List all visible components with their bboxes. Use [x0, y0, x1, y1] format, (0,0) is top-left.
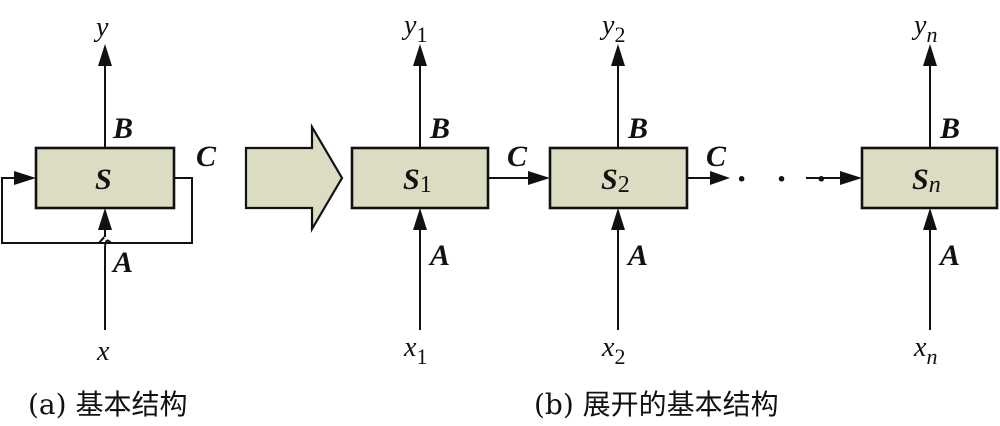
a-feedback-arrowhead [14, 171, 36, 185]
b-block-1: y1 B S1 A x1 [350, 10, 490, 369]
a-output-label: y [93, 12, 109, 43]
panel-a: y B S C A x (a) 基本结构 [1, 12, 217, 421]
b2-port-a: A [626, 239, 648, 272]
a-output-arrowhead [98, 44, 112, 66]
bn-box [860, 146, 999, 210]
b1-input-label: x1 [403, 332, 427, 369]
a-block-label: S [95, 163, 112, 196]
a-port-c: C [196, 140, 217, 173]
b2-port-c: C [706, 140, 727, 173]
bn-input-label: xn [913, 332, 937, 369]
b-block-2: y2 B S2 A x2 [548, 10, 689, 369]
a-input-hop [104, 239, 112, 250]
b-ellipsis: · · · [736, 161, 837, 198]
b1-port-c: C [507, 140, 528, 173]
a-input-label: x [96, 336, 110, 367]
b2-port-b: B [627, 112, 648, 145]
b2-input-label: x2 [601, 332, 625, 369]
b1-port-b: B [429, 112, 450, 145]
bn-port-a: A [938, 239, 960, 272]
a-feedback-loop [1, 177, 193, 244]
b-connector-dots-n-arrowhead [840, 171, 862, 185]
transition-arrow [244, 122, 344, 234]
b2-box-label: S2 [601, 163, 630, 198]
b1-output-label: y1 [401, 10, 427, 47]
a-caption: (a) 基本结构 [28, 388, 187, 421]
b-caption: (b) 展开的基本结构 [534, 388, 779, 421]
bn-port-b: B [939, 112, 960, 145]
b-connector-1-2-arrowhead [528, 171, 550, 185]
bn-output-label: yn [911, 10, 937, 47]
b1-box-label: S1 [403, 163, 432, 198]
b-connector-2-dots-arrowhead [710, 171, 730, 185]
a-port-a: A [111, 246, 133, 279]
panel-b: y1 B S1 A x1 C y2 B [350, 10, 999, 421]
a-port-b: B [112, 112, 133, 145]
bn-box-label: Sn [912, 163, 941, 198]
b2-output-label: y2 [599, 10, 625, 47]
b-block-n: yn B Sn A xn [860, 10, 999, 369]
a-input-arrowhead [98, 208, 112, 230]
b1-port-a: A [428, 239, 450, 272]
